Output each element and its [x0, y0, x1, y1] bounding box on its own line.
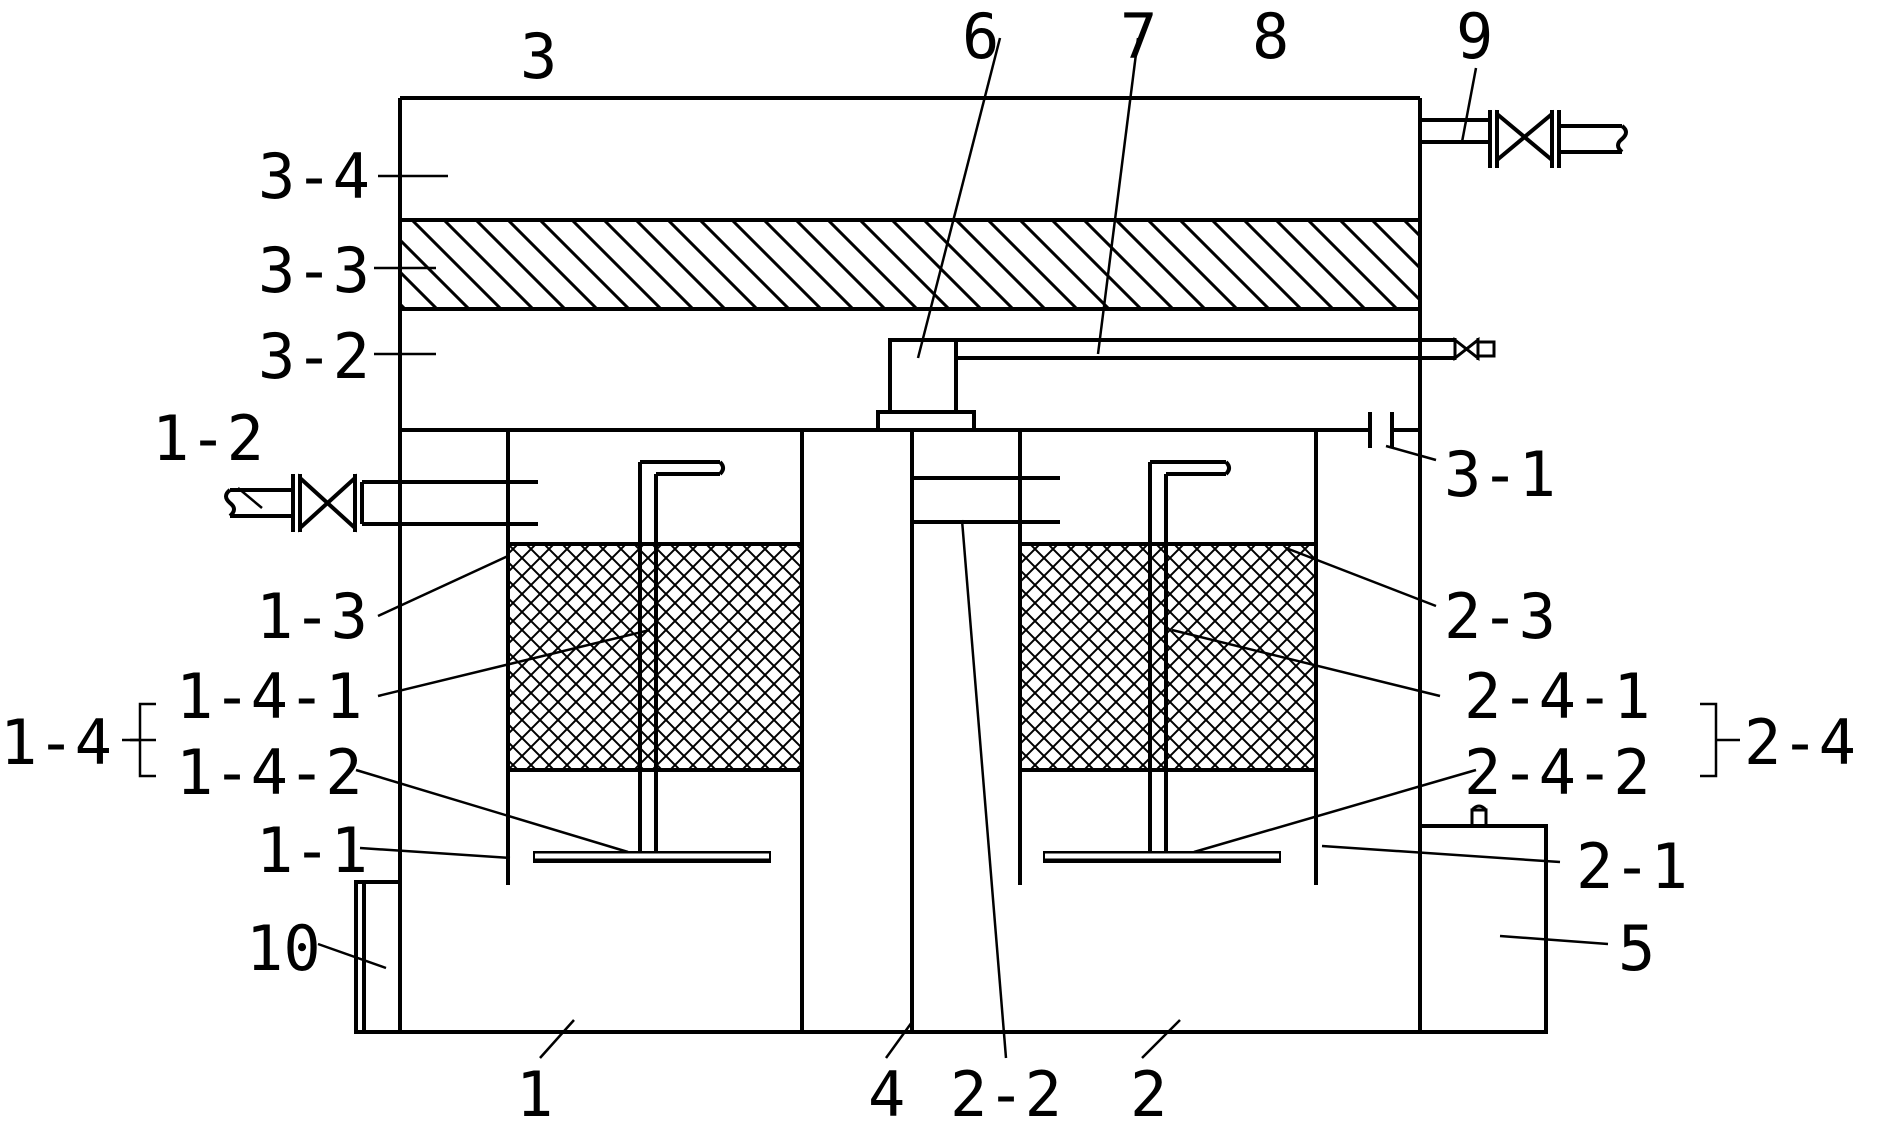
label-2-2: 2-2	[950, 1058, 1062, 1126]
label-3-2: 3-2	[258, 320, 370, 393]
label-3: 3	[520, 20, 557, 93]
label-9: 9	[1456, 0, 1493, 73]
label-4: 4	[868, 1058, 905, 1126]
label-2-1: 2-1	[1576, 830, 1688, 903]
label-1: 1	[516, 1058, 553, 1126]
label-2: 2	[1130, 1058, 1167, 1126]
label-3-1: 3-1	[1444, 438, 1556, 511]
label-8: 8	[1252, 0, 1289, 73]
label-2-4: 2-4	[1744, 706, 1856, 779]
label-10: 10	[246, 912, 321, 985]
label-1-2: 1-2	[152, 402, 264, 475]
label-3-4: 3-4	[258, 140, 370, 213]
collector-6	[876, 336, 1496, 432]
label-1-4: 1-4	[0, 706, 112, 779]
label-1-4-1: 1-4-1	[176, 660, 363, 733]
label-3-3: 3-3	[258, 234, 370, 307]
hatched-filter-layer	[398, 218, 1422, 311]
label-7: 7	[1120, 0, 1157, 73]
label-5: 5	[1618, 912, 1655, 985]
label-1-1: 1-1	[256, 814, 368, 887]
outlet-pipe-9	[1418, 109, 1628, 168]
label-2-4-2: 2-4-2	[1464, 736, 1651, 809]
right-chamber-2	[1018, 430, 1318, 885]
left-chamber-1	[224, 430, 804, 885]
label-1-4-2: 1-4-2	[176, 736, 363, 809]
port-10	[354, 880, 402, 1034]
leader-lines	[122, 37, 1740, 1059]
label-2-4-1: 2-4-1	[1464, 660, 1651, 733]
box-5	[1418, 804, 1548, 1034]
label-2-3: 2-3	[1444, 580, 1556, 653]
label-6: 6	[962, 0, 999, 73]
label-1-3: 1-3	[256, 580, 368, 653]
